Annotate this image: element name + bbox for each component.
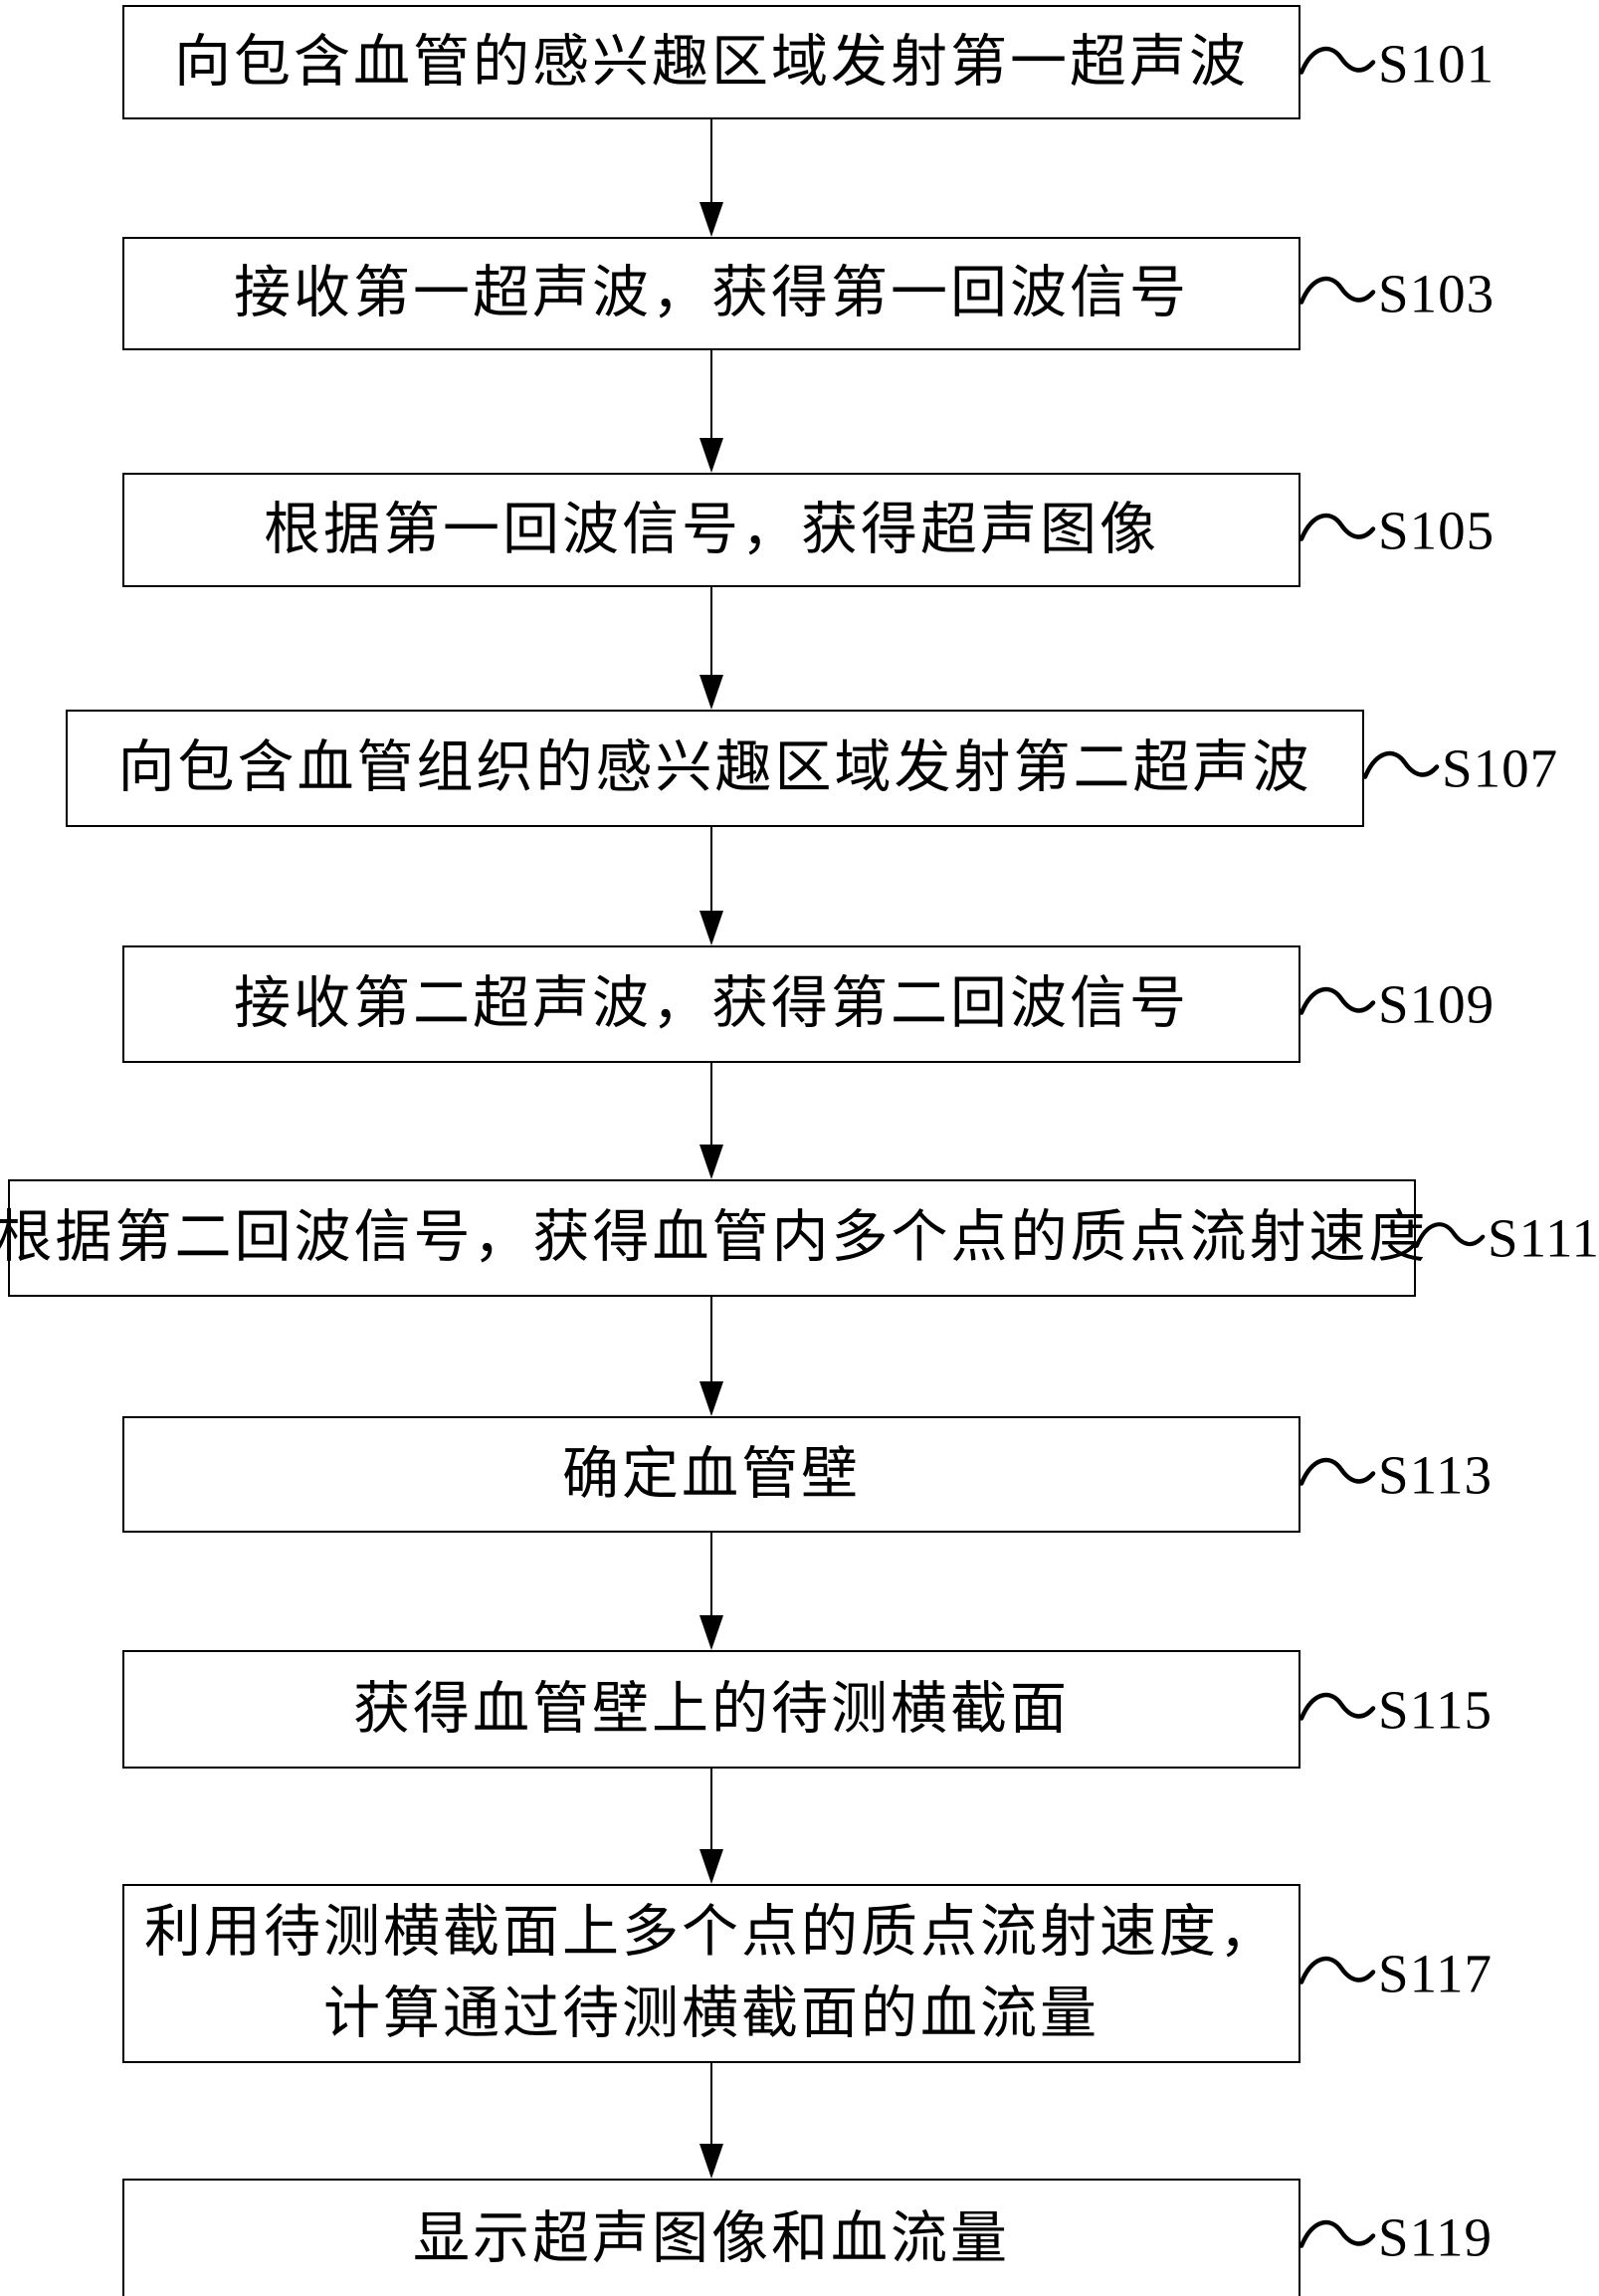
step-box-s105: 根据第一回波信号，获得超声图像 (122, 473, 1300, 587)
step-text: 确定血管壁 (562, 1442, 861, 1506)
step-text: 接收第一超声波，获得第一回波信号 (234, 262, 1189, 324)
arrow-head-icon (700, 2144, 723, 2179)
step-id: S103 (1378, 263, 1496, 324)
step-label-s103: S103 (1299, 267, 1495, 321)
step-text: 获得血管壁上的待测横截面 (353, 1677, 1070, 1741)
tilde-connector-icon (1299, 2219, 1376, 2248)
step-label-s101: S101 (1299, 37, 1495, 92)
arrow-shaft (710, 1297, 712, 1382)
step-box-s101: 向包含血管的感兴趣区域发射第一超声波 (122, 5, 1300, 119)
step-box-s109: 接收第二超声波，获得第二回波信号 (122, 945, 1300, 1063)
step-id: S105 (1378, 500, 1496, 561)
arrow-head-icon (700, 675, 723, 710)
step-text-line-2: 计算通过待测横截面的血流量 (323, 1983, 1099, 2045)
step-id: S101 (1378, 33, 1496, 95)
arrow-head-icon (700, 438, 723, 473)
tilde-connector-icon (1299, 513, 1376, 541)
arrow-head-icon (700, 1849, 723, 1884)
tilde-connector-icon (1299, 1457, 1376, 1486)
step-label-s115: S115 (1299, 1683, 1493, 1738)
step-label-s113: S113 (1299, 1448, 1493, 1503)
step-id: S111 (1488, 1207, 1599, 1269)
arrow-shaft (710, 119, 712, 203)
step-text: 向包含血管组织的感兴趣区域发射第二超声波 (117, 736, 1312, 799)
arrow-head-icon (700, 202, 723, 237)
step-id: S117 (1378, 1943, 1494, 2004)
step-label-s109: S109 (1299, 977, 1495, 1032)
arrow-shaft (710, 2063, 712, 2145)
tilde-connector-icon (1299, 986, 1376, 1015)
tilde-connector-icon (1362, 750, 1440, 779)
step-text: 根据第一回波信号，获得超声图像 (264, 498, 1159, 561)
step-label-s107: S107 (1362, 741, 1558, 796)
step-text: 接收第二超声波，获得第二回波信号 (234, 972, 1189, 1035)
arrow-shaft (710, 587, 712, 676)
step-id: S113 (1378, 1444, 1494, 1506)
step-box-s119: 显示超声图像和血流量 (122, 2179, 1300, 2296)
step-label-s105: S105 (1299, 504, 1495, 558)
arrow-head-icon (700, 1381, 723, 1416)
arrow-shaft (710, 1769, 712, 1850)
step-text: 向包含血管的感兴趣区域发射第一超声波 (174, 30, 1249, 94)
step-text: 显示超声图像和血流量 (413, 2207, 1010, 2270)
step-label-s117: S117 (1299, 1947, 1493, 2001)
step-box-s117: 利用待测横截面上多个点的质点流射速度， 计算通过待测横截面的血流量 (122, 1884, 1300, 2063)
step-box-s107: 向包含血管组织的感兴趣区域发射第二超声波 (66, 710, 1364, 827)
tilde-connector-icon (1299, 1956, 1376, 1984)
tilde-connector-icon (1299, 276, 1376, 305)
arrow-head-icon (700, 1145, 723, 1179)
tilde-connector-icon (1299, 46, 1376, 75)
step-box-s111: 根据第二回波信号，获得血管内多个点的质点流射速度 (0, 1179, 1426, 1297)
step-label-s111: S111 (1414, 1211, 1599, 1266)
step-id: S109 (1378, 973, 1496, 1035)
step-text: 根据第二回波信号，获得血管内多个点的质点流射速度 (0, 1206, 1429, 1269)
arrow-shaft (710, 350, 712, 439)
arrow-shaft (710, 827, 712, 912)
step-box-s103: 接收第一超声波，获得第一回波信号 (122, 237, 1300, 350)
tilde-connector-icon (1414, 1221, 1486, 1248)
step-box-s113: 确定血管壁 (122, 1416, 1300, 1533)
arrow-head-icon (700, 911, 723, 945)
arrow-shaft (710, 1533, 712, 1616)
arrow-shaft (710, 1063, 712, 1146)
step-label-s119: S119 (1299, 2210, 1493, 2265)
tilde-connector-icon (1299, 1692, 1376, 1721)
step-id: S115 (1378, 1679, 1494, 1741)
step-id: S119 (1378, 2206, 1494, 2268)
step-box-s115: 获得血管壁上的待测横截面 (122, 1650, 1300, 1769)
arrow-head-icon (700, 1615, 723, 1650)
step-text-line-1: 利用待测横截面上多个点的质点流射速度， (144, 1901, 1279, 1964)
step-id: S107 (1442, 737, 1559, 799)
